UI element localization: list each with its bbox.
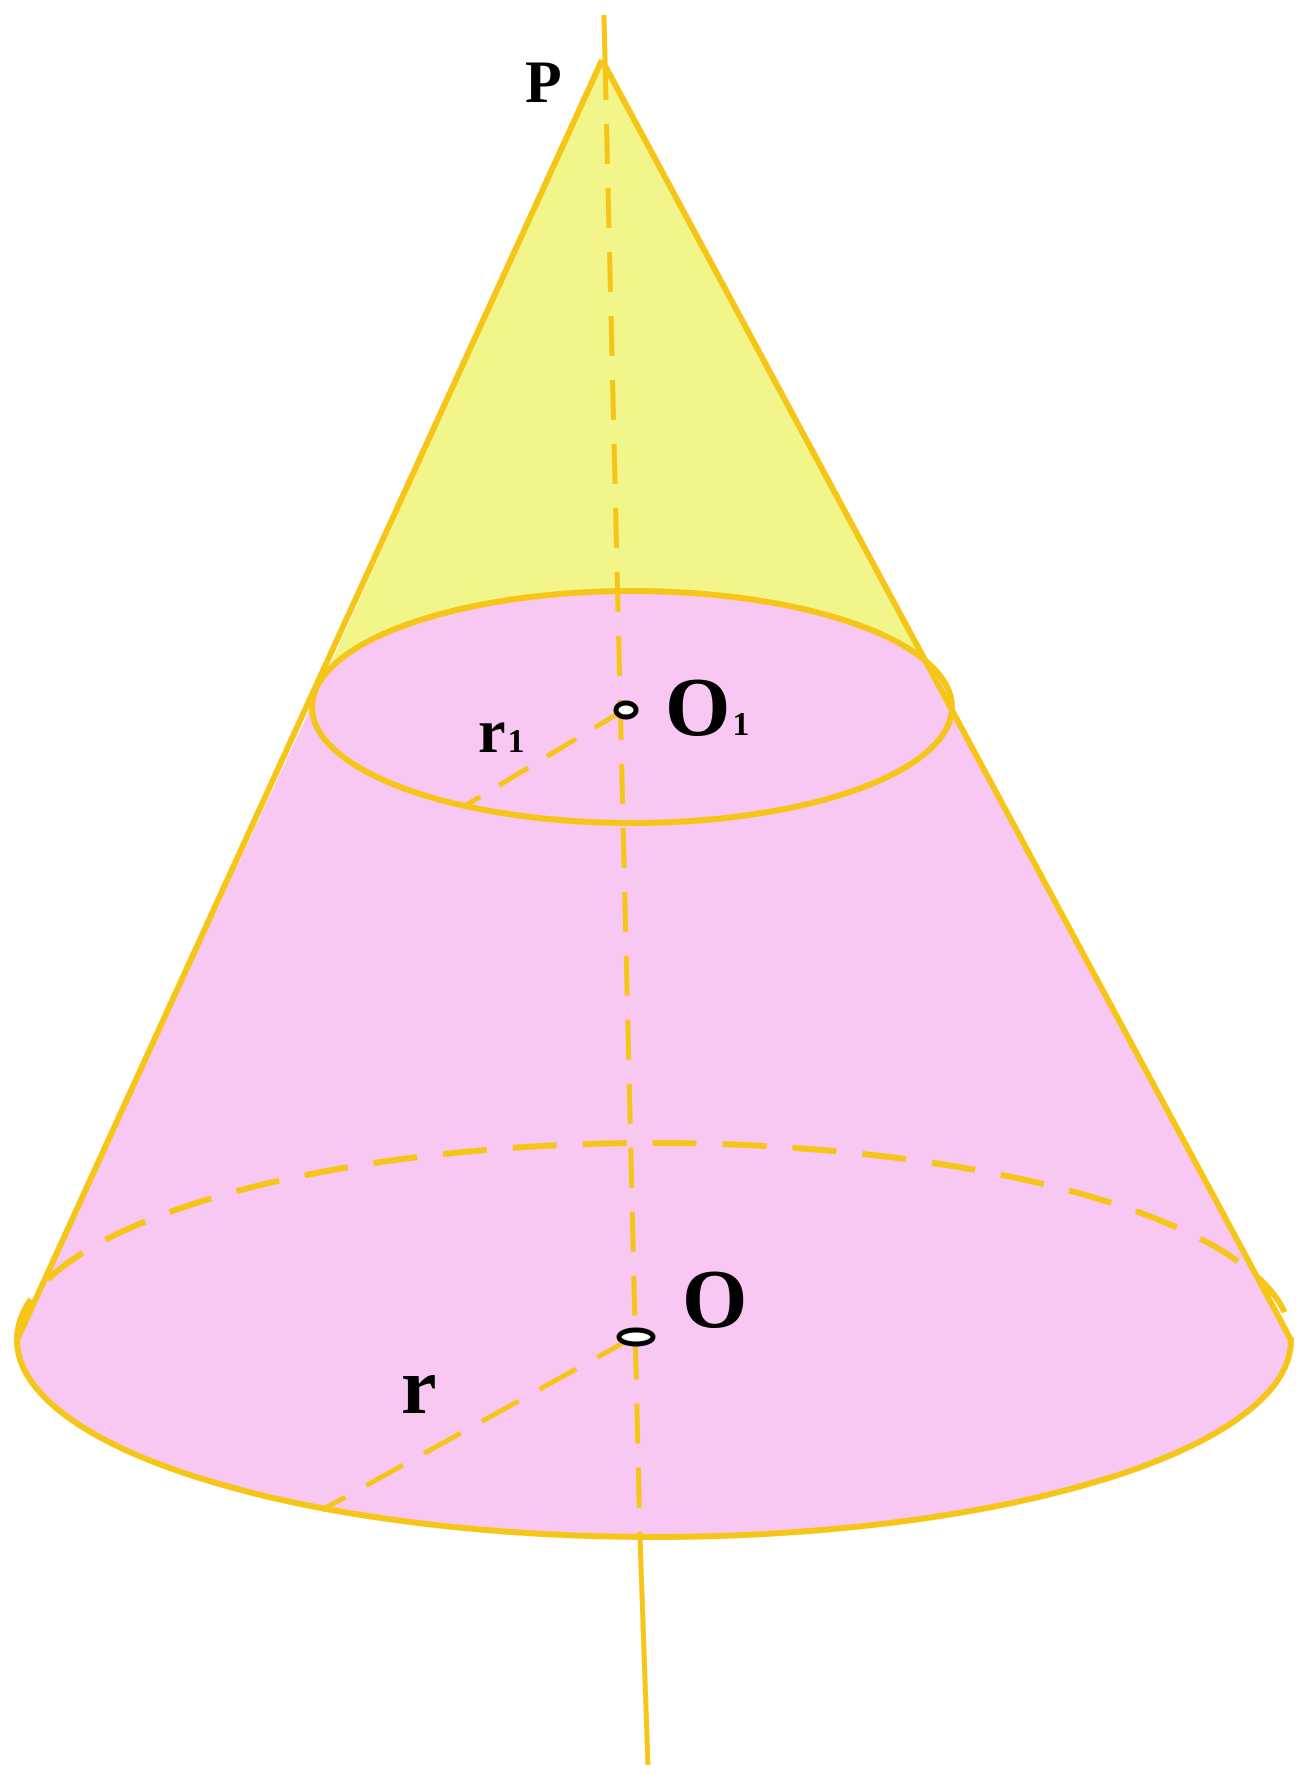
axis-hidden — [602, 59, 643, 1538]
center-top-subscript: 1 — [732, 706, 749, 743]
center-point-o — [616, 1327, 656, 1347]
radius-top-line — [461, 707, 626, 810]
center-bottom-label: O — [682, 1253, 747, 1346]
radius-bottom-line — [320, 1334, 636, 1513]
radius-top-label: r1 — [478, 698, 525, 766]
apex-label: P — [525, 49, 562, 115]
upper-cone-face — [312, 60, 950, 705]
center-top-letter: O — [665, 661, 730, 754]
frustum-body — [17, 705, 1291, 1537]
radius-bottom-label: r — [401, 1343, 437, 1431]
radius-top-subscript: 1 — [508, 723, 525, 760]
left-slant-edge — [14, 58, 605, 1342]
base-ellipse-front — [14, 1339, 1294, 1540]
axis-below-base — [637, 1536, 651, 1766]
base-ellipse-back — [14, 1140, 1294, 1341]
radius-top-letter: r — [478, 698, 506, 766]
right-slant-edge — [599, 58, 1294, 1342]
axis-above-apex — [601, 14, 608, 61]
center-top-label: O1 — [665, 661, 749, 754]
center-point-o1 — [613, 700, 639, 720]
